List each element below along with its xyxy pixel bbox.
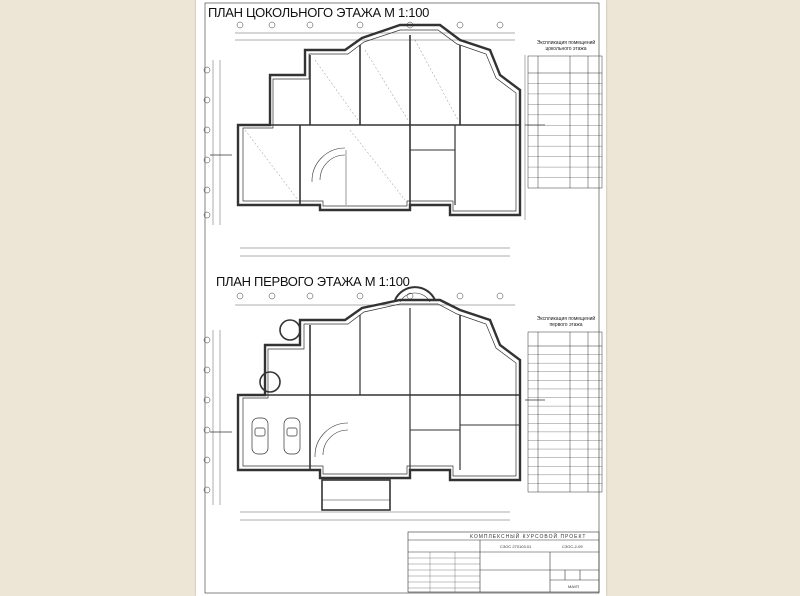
basement-plan-title: ПЛАН ЦОКОЛЬНОГО ЭТАЖА М 1:100 xyxy=(208,5,430,20)
stamp-code2: СЗОС-2-09 xyxy=(562,544,583,549)
stamp-code1: СЗОС 270103.01 xyxy=(500,544,532,549)
drawing-sheet xyxy=(196,0,606,596)
first-caption-line1: Экспликация помещений xyxy=(536,316,596,322)
first-floor-plan-title: ПЛАН ПЕРВОГО ЭТАЖА М 1:100 xyxy=(216,274,410,289)
basement-caption-line2: цокольного этажа xyxy=(545,46,587,52)
first-floor-explication-table xyxy=(527,331,603,493)
basement-explication-table xyxy=(527,55,603,189)
first-caption-line2: первого этажа xyxy=(549,322,583,328)
stamp-school: МАУП xyxy=(568,584,580,589)
basement-caption-line1: Экспликация помещений xyxy=(536,40,596,46)
first-table-caption: Экспликация помещений первого этажа xyxy=(526,316,606,328)
title-block xyxy=(407,531,600,593)
stamp-project: КОМПЛЕКСНЫЙ КУРСОВОЙ ПРОЕКТ xyxy=(470,534,587,540)
basement-table-caption: Экспликация помещений цокольного этажа xyxy=(526,40,606,52)
basement-plan xyxy=(203,21,545,257)
first-floor-plan xyxy=(203,286,545,521)
